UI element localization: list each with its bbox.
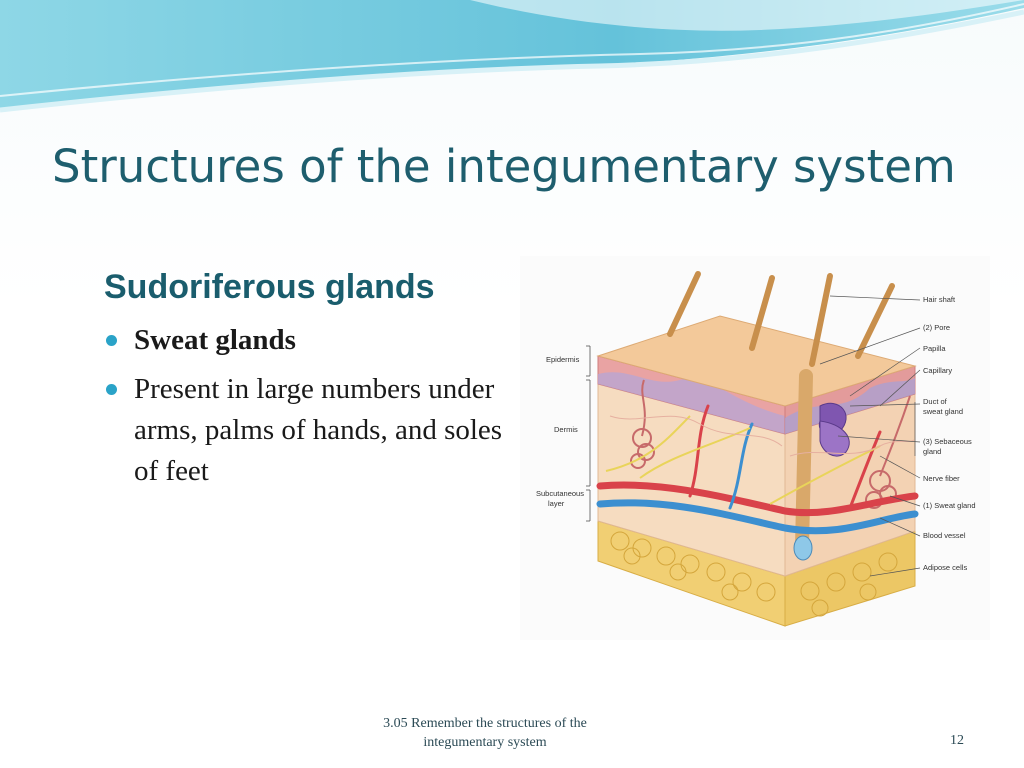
bullet-text: Sweat glands [134,324,296,356]
label-blood-vessel: Blood vessel [923,531,966,540]
bullet-dot-icon [106,384,117,395]
label-capillary: Capillary [923,366,952,375]
label-subcutaneous: Subcutaneous [536,489,584,498]
slide-title: Structures of the integumentary system [52,140,956,193]
wave-banner [0,0,1024,113]
label-pore: (2) Pore [923,323,950,332]
label-sweat-gland-duct: sweat gland [923,407,963,416]
skin-diagram: Epidermis Dermis Subcutaneous layer Hair… [536,271,976,627]
label-adipose-cells: Adipose cells [923,563,967,572]
label-nerve-fiber: Nerve fiber [923,474,960,483]
label-dermis: Dermis [554,425,578,434]
bullet-item: Present in large numbers under arms, pal… [104,369,504,492]
label-sweat-gland: (1) Sweat gland [923,501,976,510]
label-gland: gland [923,447,941,456]
label-sebaceous: (3) Sebaceous [923,437,972,446]
section-subheading: Sudoriferous glands [104,268,435,306]
label-papilla: Papilla [923,344,946,353]
label-layer: layer [548,499,565,508]
skin-cross-section-figure: Epidermis Dermis Subcutaneous layer Hair… [520,256,990,640]
label-hair-shaft: Hair shaft [923,295,956,304]
footer-line: 3.05 Remember the structures of the [383,716,587,731]
label-epidermis: Epidermis [546,355,580,364]
footer-line: integumentary system [423,735,547,750]
slide-footer: 3.05 Remember the structures of the inte… [330,714,640,752]
bullet-list: Sweat glands Present in large numbers un… [104,320,504,500]
page-number: 12 [950,733,964,748]
label-duct-of: Duct of [923,397,948,406]
bullet-dot-icon [106,335,117,346]
bullet-text: Present in large numbers under arms, pal… [134,373,503,487]
bullet-item: Sweat glands [104,320,504,361]
